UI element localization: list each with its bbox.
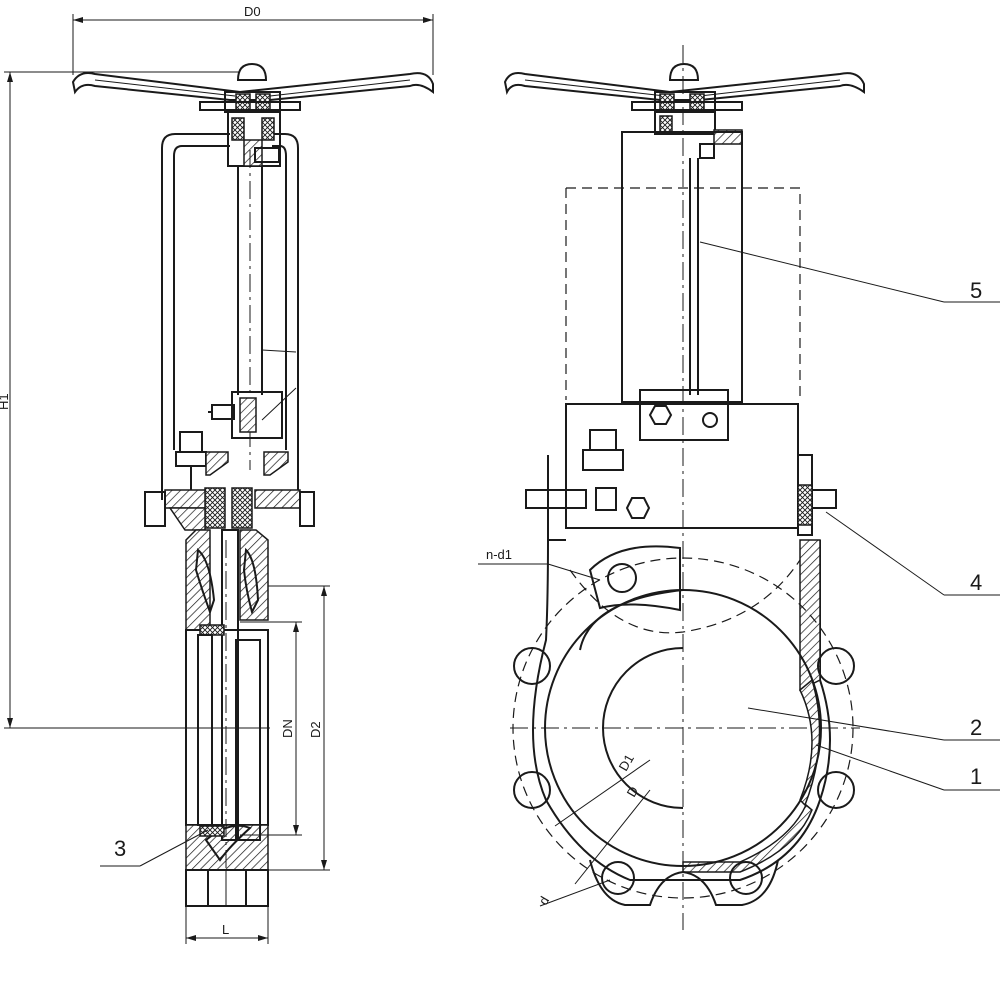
- dimension-nd1: n-d1: [478, 547, 601, 581]
- bolt-hole-top-left: [588, 545, 681, 612]
- callout-2-label: 2: [970, 715, 982, 740]
- bonnet-flange: [144, 489, 315, 531]
- dimension-d2-label: D2: [308, 721, 323, 738]
- dimension-d: D: [574, 784, 651, 885]
- callout-3: 3: [100, 829, 209, 867]
- stem-clamp: [639, 389, 729, 441]
- gate-side: [221, 529, 261, 870]
- dimension-small-d-label: d: [536, 894, 553, 908]
- housing-upper: [621, 131, 743, 403]
- callout-4-label: 4: [970, 570, 982, 595]
- dimension-l: L: [185, 906, 269, 944]
- dimension-d0-label: D0: [244, 4, 261, 19]
- callout-3-label: 3: [114, 836, 126, 861]
- dimension-dn-label: DN: [280, 719, 295, 738]
- bolt-hole-right-upper: [817, 647, 855, 685]
- bolt-hole-left-upper: [513, 647, 551, 685]
- dimension-h1-label: H1: [0, 393, 11, 410]
- callout-5: 5: [699, 241, 1000, 303]
- stem-connector: [208, 391, 283, 439]
- handwheel-side: [71, 62, 434, 113]
- dimension-d-label: D: [624, 784, 642, 800]
- callout-4: 4: [825, 511, 1000, 596]
- flange-bolt-holes: [513, 545, 855, 906]
- top-bracket: [654, 111, 743, 159]
- open-position-envelope: [565, 187, 801, 400]
- dimension-small-d: d: [536, 879, 611, 908]
- bolt-hole-right-lower: [817, 771, 855, 809]
- dimension-d1-label: D1: [616, 752, 637, 774]
- dimension-l-label: L: [222, 922, 229, 937]
- dimension-d2: D2: [268, 585, 330, 871]
- stem-front: [689, 158, 699, 395]
- stem-nut: [227, 111, 281, 167]
- dimension-d0: D0: [72, 4, 434, 75]
- dimension-nd1-label: n-d1: [486, 547, 512, 562]
- callout-1: 1: [815, 744, 1000, 791]
- side-section-view: D0 H1: [0, 4, 434, 944]
- callout-5-label: 5: [970, 278, 982, 303]
- dimension-h1: H1: [0, 71, 270, 729]
- dimension-d1: D1: [554, 752, 651, 827]
- packing-front: [797, 454, 837, 536]
- yoke-bracket: [161, 133, 299, 500]
- gland-packing: [175, 431, 289, 529]
- bolt-hole-bottom: [589, 859, 779, 906]
- callout-1-label: 1: [970, 764, 982, 789]
- seat-ring: [197, 624, 225, 837]
- front-view: D1 D d n-d1 5 4 2: [478, 45, 1000, 930]
- handwheel-front: [503, 62, 865, 113]
- bolt-hole-left-lower: [513, 771, 551, 809]
- dimension-dn: DN: [240, 621, 302, 836]
- stem: [237, 150, 297, 470]
- callout-2: 2: [747, 707, 1000, 741]
